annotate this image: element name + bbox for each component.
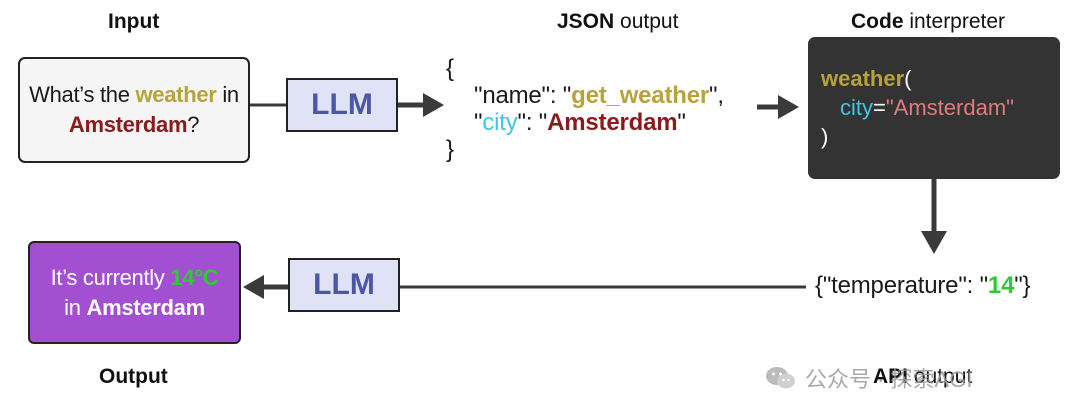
output-label: Output [99, 365, 168, 388]
output-text-1: It’s currently [50, 264, 171, 290]
arrowhead-json-code [778, 95, 799, 119]
arrowhead-llm-output [243, 275, 264, 299]
code-line-2: city="Amsterdam" [821, 93, 1048, 122]
json-output-label: JSON output [557, 10, 678, 34]
code-label-rest: interpreter [903, 10, 1006, 33]
llm-box-top: LLM [286, 78, 398, 132]
json-city-key: city [482, 109, 518, 136]
input-highlight-amsterdam: Amsterdam [68, 112, 188, 137]
json-name-value: get_weather [571, 82, 709, 109]
json-city-value: Amsterdam [547, 109, 678, 136]
code-arg-name: city [840, 95, 873, 120]
input-text-1: What’s the [29, 82, 136, 107]
watermark-text: 公众号 · 探索AGI [805, 367, 973, 392]
code-arg-value: "Amsterdam" [885, 95, 1014, 120]
input-highlight-weather: weather [135, 82, 217, 107]
api-output-label: API output [873, 365, 972, 389]
json-city-end: " [677, 109, 686, 136]
api-label-rest: output [908, 365, 973, 388]
output-highlight-temp: 14°C [170, 264, 219, 290]
output-text: It’s currently 14°C in Amsterdam [51, 263, 219, 323]
json-close-brace: } [446, 136, 454, 163]
api-output-value: 14 [987, 272, 1015, 299]
api-output-text: {"temperature": "14"} [815, 272, 1031, 300]
output-highlight-amsterdam: Amsterdam [86, 294, 206, 320]
input-text-5: ? [187, 112, 200, 137]
arrowhead-llm-json [423, 93, 444, 117]
input-box: What’s the weather in Amsterdam? [18, 57, 250, 163]
json-line-city: "city": "Amsterdam" [446, 109, 724, 136]
json-line-name: "name": "get_weather", [446, 82, 724, 109]
json-city-mid: ": " [517, 109, 548, 136]
api-label-bold: API [873, 365, 909, 388]
api-output-pre: {"temperature": " [815, 272, 988, 299]
output-box: It’s currently 14°C in Amsterdam [28, 241, 241, 344]
input-text-3: in [216, 82, 239, 107]
json-name-key: "name": " [474, 82, 572, 109]
json-name-end: ", [709, 82, 724, 109]
code-paren-open: ( [904, 66, 912, 91]
json-city-q1: " [474, 109, 483, 136]
code-function-name: weather [821, 66, 905, 91]
code-equals: = [873, 95, 886, 120]
input-text: What’s the weather in Amsterdam? [29, 80, 239, 140]
watermark: 公众号 · 探索AGI [765, 362, 972, 394]
code-line-3: ) [821, 124, 829, 149]
llm-box-bottom: LLM [288, 258, 400, 312]
json-open-brace: { [446, 55, 454, 82]
wechat-icon [766, 367, 795, 389]
json-label-rest: output [614, 10, 679, 33]
code-interpreter-label: Code interpreter [851, 10, 1005, 34]
json-label-bold: JSON [557, 10, 615, 33]
arrowhead-code-api [921, 231, 947, 254]
json-output-block: { "name": "get_weather", "city": "Amster… [446, 55, 724, 163]
api-output-post: "} [1014, 272, 1031, 299]
output-text-3: in [64, 294, 87, 320]
code-label-bold: Code [851, 10, 904, 33]
code-interpreter-box: weather( city="Amsterdam" ) [808, 37, 1060, 179]
code-line-1: weather( [821, 64, 1048, 93]
input-label: Input [108, 10, 160, 33]
